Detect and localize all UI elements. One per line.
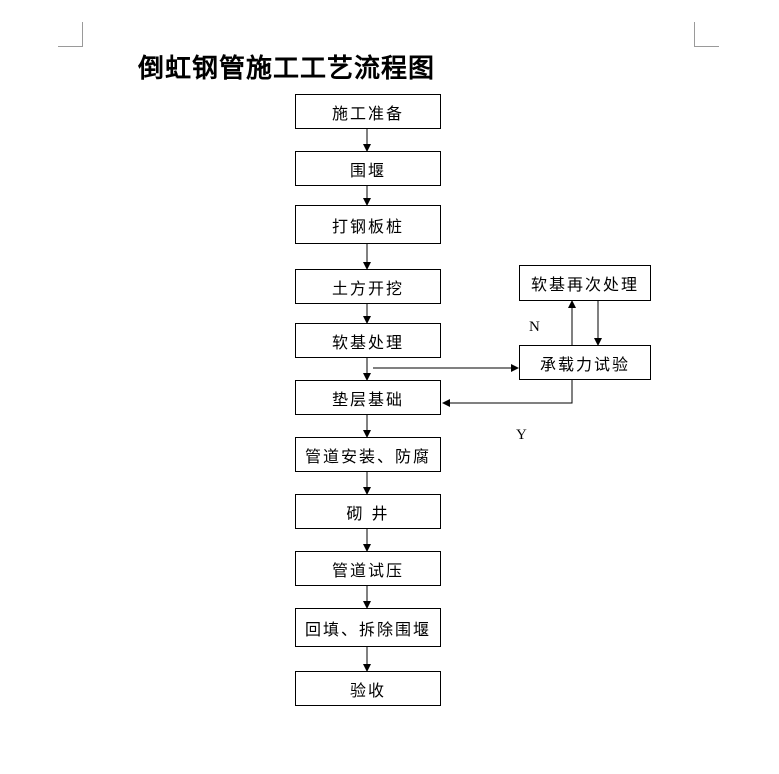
- step-pipe-install-anticorrosion: 管道安装、防腐: [295, 437, 441, 472]
- step-masonry-well: 砌 井: [295, 494, 441, 529]
- step-pipe-pressure-test: 管道试压: [295, 551, 441, 586]
- step-backfill-remove-cofferdam: 回填、拆除围堰: [295, 608, 441, 647]
- step-soft-foundation-treatment: 软基处理: [295, 323, 441, 358]
- step-cofferdam: 围堰: [295, 151, 441, 186]
- step-construction-prep: 施工准备: [295, 94, 441, 129]
- page-corner-mark-top-right: [694, 22, 719, 47]
- page-title: 倒虹钢管施工工艺流程图: [138, 54, 436, 84]
- arrow-load-test-to-cushion: [442, 380, 573, 407]
- step-steel-sheet-pile: 打钢板桩: [295, 205, 441, 244]
- step-cushion-foundation: 垫层基础: [295, 380, 441, 415]
- page-corner-mark-top-left: [58, 22, 83, 47]
- label-no: N: [529, 319, 540, 335]
- step-bearing-capacity-test: 承载力试验: [519, 345, 651, 380]
- step-soft-foundation-retreatment: 软基再次处理: [519, 265, 651, 301]
- label-yes: Y: [516, 427, 527, 443]
- step-acceptance: 验收: [295, 671, 441, 706]
- step-earth-excavation: 土方开挖: [295, 269, 441, 304]
